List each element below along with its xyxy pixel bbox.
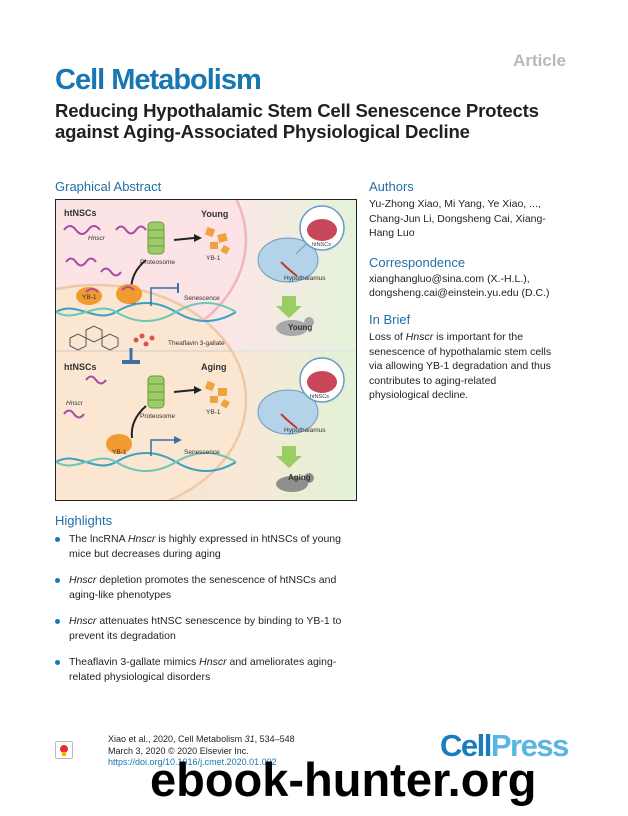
svg-text:Senescence: Senescence — [184, 449, 220, 456]
label-htnscs-bottom: htNSCs — [64, 362, 97, 372]
correspondence-email-1[interactable]: xianghangluo@sina.com (X.-H.L.), — [369, 273, 530, 285]
svg-text:Hypothalamus: Hypothalamus — [284, 275, 326, 282]
highlight-item: Theaflavin 3-gallate mimics Hnscr and am… — [55, 655, 355, 684]
highlights-list: The lncRNA Hnscr is highly expressed in … — [55, 532, 355, 696]
label-aging: Aging — [201, 362, 227, 372]
highlight-item: The lncRNA Hnscr is highly expressed in … — [55, 532, 355, 561]
graphical-abstract-figure: htNSCs Young Hnscr Proteosome YB-1 YB-1 … — [55, 199, 357, 501]
yb1-protein-shape — [76, 287, 102, 305]
doi-link[interactable]: https://doi.org/10.1016/j.cmet.2020.01.0… — [108, 757, 277, 767]
svg-text:YB-1: YB-1 — [206, 409, 221, 416]
svg-text:Aging: Aging — [288, 473, 311, 482]
citation-line-2: March 3, 2020 © 2020 Elsevier Inc. — [108, 745, 249, 756]
proteosome-shape-top — [147, 221, 165, 255]
authors-heading: Authors — [369, 179, 414, 194]
correspondence-heading: Correspondence — [369, 255, 466, 270]
article-title: Reducing Hypothalamic Stem Cell Senescen… — [55, 100, 539, 142]
svg-text:htNSCs: htNSCs — [312, 242, 331, 248]
brain-shape-top — [257, 237, 319, 283]
svg-text:Proteosome: Proteosome — [140, 259, 175, 266]
svg-text:YB-1: YB-1 — [82, 294, 97, 301]
theaflavin-molecule-shape — [69, 325, 119, 351]
bullet-icon — [55, 660, 60, 665]
mouse-shape-young — [276, 320, 308, 336]
in-brief-text: Loss of Hnscr is important for the senes… — [369, 331, 552, 401]
correspondence-email-2[interactable]: dongsheng.cai@einstein.yu.edu (D.C.) — [369, 287, 550, 299]
yb1-fragments-shape — [204, 226, 230, 255]
crossmark-icon[interactable] — [55, 741, 73, 759]
citation-line-1: Xiao et al., 2020, Cell Metabolism 31, 5… — [108, 734, 295, 744]
highlights-heading: Highlights — [55, 513, 113, 528]
svg-text:Young: Young — [288, 323, 312, 332]
citation-block: Xiao et al., 2020, Cell Metabolism 31, 5… — [108, 734, 295, 769]
in-brief-heading: In Brief — [369, 312, 411, 327]
svg-text:Theaflavin 3-gallate: Theaflavin 3-gallate — [168, 340, 225, 347]
svg-text:Hypothalamus: Hypothalamus — [284, 427, 326, 434]
svg-text:Hnscr: Hnscr — [66, 400, 84, 407]
hnscr-rna-shape — [63, 225, 101, 235]
svg-text:htNSCs: htNSCs — [310, 394, 329, 400]
article-type-tag: Article — [513, 51, 566, 70]
svg-text:Hnscr: Hnscr — [88, 235, 106, 242]
bullet-icon — [55, 619, 60, 624]
bullet-icon — [55, 578, 60, 583]
brain-shape-bottom — [257, 389, 319, 435]
svg-text:Proteosome: Proteosome — [140, 413, 175, 420]
mouse-shape-aging — [276, 476, 308, 492]
svg-text:Senescence: Senescence — [184, 295, 220, 302]
journal-name: Cell Metabolism — [55, 64, 262, 96]
graphical-abstract-illustration: htNSCs Young Hnscr Proteosome YB-1 YB-1 … — [56, 200, 356, 500]
authors-list: Yu-Zhong Xiao, Mi Yang, Ye Xiao, ..., Ch… — [369, 198, 546, 239]
watermark-text: ebook-hunter.org — [150, 753, 537, 806]
bullet-icon — [55, 537, 60, 542]
cellpress-logo: CellPress — [440, 728, 569, 763]
proteosome-shape-bottom — [147, 375, 165, 409]
highlight-item: Hnscr depletion promotes the senescence … — [55, 573, 355, 602]
graphical-abstract-heading: Graphical Abstract — [55, 179, 162, 194]
svg-text:YB-1: YB-1 — [112, 449, 127, 456]
svg-text:YB-1: YB-1 — [206, 255, 221, 262]
arrow-shape — [173, 237, 195, 241]
label-htnscs-top: htNSCs — [64, 208, 97, 218]
highlight-item: Hnscr attenuates htNSC senescence by bin… — [55, 614, 355, 643]
label-young: Young — [201, 209, 228, 219]
